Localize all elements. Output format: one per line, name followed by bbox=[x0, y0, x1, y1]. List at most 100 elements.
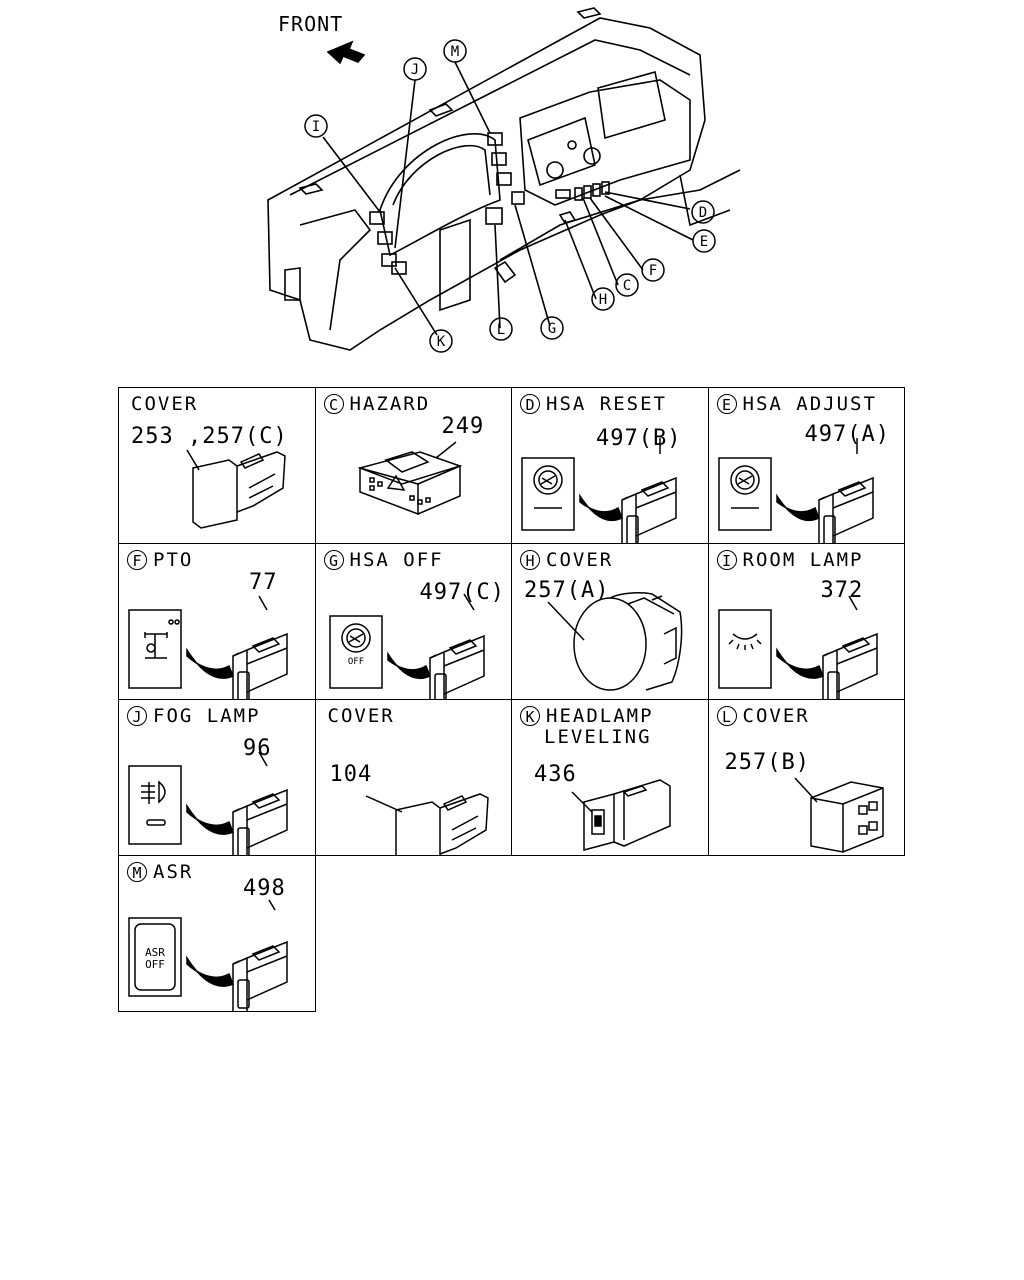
callout-letter: D bbox=[520, 394, 540, 414]
front-arrow-icon bbox=[326, 40, 366, 65]
leader-line bbox=[462, 593, 475, 611]
switch-housing bbox=[635, 476, 677, 537]
front-label: FRONT bbox=[278, 12, 344, 36]
callout-letter: J bbox=[127, 706, 147, 726]
off-label: OFF bbox=[145, 958, 165, 971]
switch-drawing bbox=[571, 779, 671, 851]
callout-circles bbox=[304, 39, 716, 353]
mapping-arrow bbox=[186, 803, 234, 835]
callout-g: G bbox=[548, 321, 556, 337]
callout-m: M bbox=[451, 44, 459, 60]
cover-plate bbox=[809, 781, 884, 853]
cell-title-text: COVER bbox=[546, 549, 614, 571]
asr-label: ASR bbox=[145, 946, 165, 959]
cell-title: COVER bbox=[131, 394, 198, 415]
part-number: 104 bbox=[329, 762, 373, 787]
callout-f: F bbox=[649, 263, 657, 279]
part-number: 497(C) bbox=[419, 580, 505, 605]
cover-cap-face bbox=[573, 597, 647, 691]
switch-drawing bbox=[793, 777, 884, 853]
cell-title-line2: LEVELING bbox=[544, 726, 652, 748]
callout-i: I bbox=[312, 119, 320, 135]
switch-face bbox=[621, 492, 637, 544]
switch-housing bbox=[246, 632, 288, 693]
switch-face bbox=[232, 956, 248, 1012]
cell-title-text: PTO bbox=[153, 549, 194, 571]
cell-title: J FOG LAMP bbox=[127, 706, 261, 727]
off-label: OFF bbox=[347, 657, 363, 667]
mapping-arrow bbox=[386, 651, 431, 680]
cell-title-text: HSA RESET bbox=[546, 393, 667, 415]
switch-plate bbox=[717, 457, 772, 531]
switch-housing bbox=[246, 788, 288, 849]
part-number: 257(B) bbox=[724, 750, 810, 775]
cover-cap-rim bbox=[609, 592, 683, 691]
hsa-symbol-icon bbox=[340, 623, 371, 653]
room-lamp-icon bbox=[732, 633, 757, 640]
switch-plate bbox=[328, 615, 383, 689]
indicator-dot bbox=[408, 495, 415, 501]
switch-drawing bbox=[717, 438, 874, 544]
leader-line bbox=[365, 795, 402, 813]
part-number: 436 bbox=[534, 762, 577, 787]
part-number: 77 bbox=[249, 570, 278, 595]
cell-title-text: ASR bbox=[153, 861, 194, 883]
callout-h: H bbox=[599, 292, 607, 308]
switch-window bbox=[822, 515, 836, 544]
hazard-side bbox=[417, 464, 461, 515]
leveling-housing bbox=[613, 779, 671, 847]
switch-housing bbox=[443, 634, 485, 695]
cell-title-text: HEADLAMP bbox=[546, 705, 654, 727]
hazard-panel bbox=[358, 467, 419, 516]
switch-tab bbox=[837, 481, 866, 497]
switch-housing bbox=[836, 632, 878, 693]
cover-body bbox=[192, 459, 238, 529]
callout-letter: E bbox=[716, 394, 737, 414]
switch-face bbox=[821, 648, 838, 700]
callout-letter: C bbox=[323, 394, 344, 414]
indicator-dot bbox=[416, 499, 423, 505]
switch-plate bbox=[128, 609, 182, 689]
leader-line bbox=[186, 449, 200, 471]
switch-face bbox=[232, 648, 248, 700]
switch-drawing bbox=[521, 438, 677, 544]
callout-e: E bbox=[700, 234, 708, 250]
leader-line bbox=[847, 595, 858, 611]
cell-title-text: COVER bbox=[327, 705, 395, 727]
switch-drawing bbox=[128, 751, 288, 856]
part-number: 498 bbox=[243, 876, 286, 901]
leader-line bbox=[547, 601, 585, 641]
part-number: 96 bbox=[243, 736, 272, 761]
switch-plate bbox=[521, 457, 575, 531]
hsa-symbol-icon bbox=[533, 465, 563, 495]
switch-plate bbox=[128, 765, 182, 845]
switch-window bbox=[433, 673, 447, 700]
switch-face bbox=[232, 804, 248, 856]
indicator-dot bbox=[368, 485, 375, 491]
cell-title-text: COVER bbox=[742, 705, 810, 727]
mapping-arrow bbox=[579, 493, 623, 522]
switch-housing bbox=[246, 940, 288, 1001]
cell-title-text: COVER bbox=[131, 393, 199, 415]
cell-title-text: FOG LAMP bbox=[153, 705, 261, 727]
switch-drawing bbox=[128, 595, 288, 700]
leader-line bbox=[435, 441, 456, 459]
cover-bracket bbox=[439, 793, 489, 855]
switch-plate bbox=[128, 917, 182, 997]
